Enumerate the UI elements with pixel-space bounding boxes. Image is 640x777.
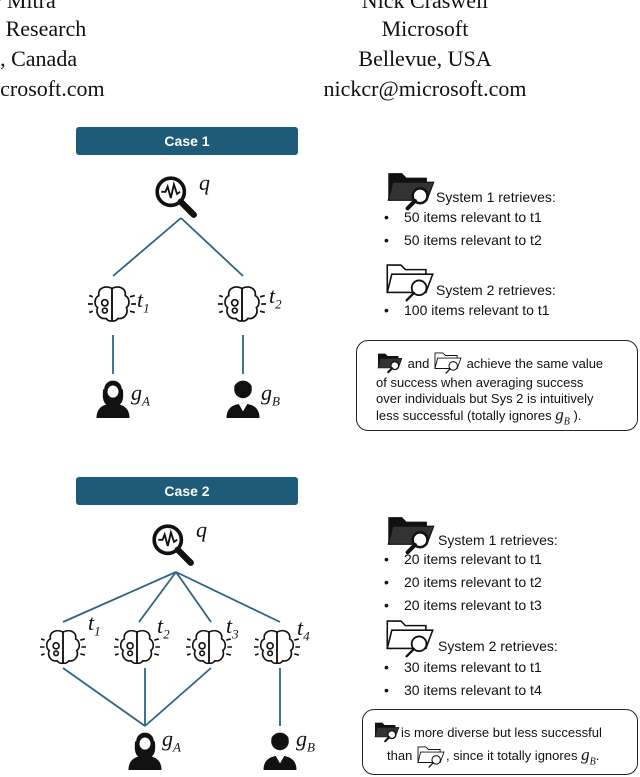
case1-intent1-label: t1 [137,287,150,316]
note-line1: achieve the same value [466,356,604,371]
list-item: 100 items relevant to t1 [380,299,550,322]
edge-q2-t2 [138,571,177,623]
author-right-org: Microsoft [381,16,469,41]
case1-intent2-label: t2 [269,283,282,312]
note-line4: less successful (totally ignores [376,408,552,423]
man-user-icon [221,374,265,418]
woman-user-icon [123,726,167,770]
author-left-name: r Mitra [0,0,56,13]
case1-userA-label: gA [131,380,150,409]
note-line2: of success when averaging success [376,375,584,390]
folder-filled-icon [373,719,401,743]
edge-t1-gA2 [62,667,146,727]
case1-note: and achieve the same value of success wh… [356,340,638,431]
note-end: . [595,748,600,763]
brain-icon [254,624,300,670]
edge-q-t1 [112,217,182,277]
case2-query-label: q [196,517,207,542]
list-item: 20 items relevant to t3 [380,594,542,617]
case1-sys1-list: 50 items relevant to t1 50 items relevan… [380,206,542,252]
case2-sys2-title: System 2 retrieves: [438,638,558,654]
author-right-name: Nick Craswell [361,0,489,13]
folder-search-icon [433,349,463,375]
edge-q2-t1 [62,571,177,623]
case2-intent2-label: t2 [157,613,170,642]
note-var: gB [581,745,596,768]
case2-intent1-label: t1 [88,610,101,639]
brain-icon [40,624,86,670]
note-var: gB [555,405,570,428]
folder-search-icon [385,614,435,660]
note-line2: , since it totally ignores [445,748,578,763]
case2-userB-label: gB [296,726,315,755]
edge-t3-gA2 [144,667,212,727]
list-item: 20 items relevant to t2 [380,571,542,594]
case1-title: Case 1 [76,127,298,155]
query-icon [153,174,199,220]
edge-q2-t4 [175,571,281,623]
folder-search-icon [416,743,446,769]
case2-note: is more diverse but less successful than… [362,709,638,775]
list-item: 20 items relevant to t1 [380,548,542,571]
author-left-location: l, Canada [0,46,78,71]
list-item: 30 items relevant to t4 [380,679,542,702]
folder-search-icon [385,258,435,304]
case2-intent4-label: t4 [297,615,310,644]
case1-query-label: q [199,170,210,195]
brain-icon [88,280,136,328]
edge-q-t2 [180,217,244,277]
author-left-org: t Research [0,16,87,41]
case2-userA-label: gA [162,726,181,755]
note-than: than [387,748,413,763]
note-end: ). [573,408,582,423]
case1-sys2-title: System 2 retrieves: [436,282,556,298]
list-item: 50 items relevant to t2 [380,229,542,252]
author-right-email: nickcr@microsoft.com [323,76,527,101]
case1-userB-label: gB [261,380,280,409]
case1-sys2-list: 100 items relevant to t1 [380,299,550,322]
note-line3: over individuals but Sys 2 is intuitivel… [376,391,594,406]
brain-icon [218,280,266,328]
case2-title: Case 2 [76,477,298,505]
author-left-email: icrosoft.com [0,76,105,101]
case1-sys1-title: System 1 retrieves: [436,189,556,205]
case2-intent3-label: t3 [226,613,239,642]
list-item: 30 items relevant to t1 [380,656,542,679]
woman-user-icon [91,374,135,418]
note-and: and [407,356,430,371]
case2-sys1-list: 20 items relevant to t1 20 items relevan… [380,548,542,617]
list-item: 50 items relevant to t1 [380,206,542,229]
brain-icon [114,624,160,670]
query-icon [150,522,196,568]
note-line1: is more diverse but less successful [401,725,602,740]
edge-q2-t3 [175,571,212,623]
case2-sys2-list: 30 items relevant to t1 30 items relevan… [380,656,542,702]
author-right-location: Bellevue, USA [358,46,492,71]
folder-filled-icon [376,350,404,374]
case2-sys1-title: System 1 retrieves: [438,532,558,548]
